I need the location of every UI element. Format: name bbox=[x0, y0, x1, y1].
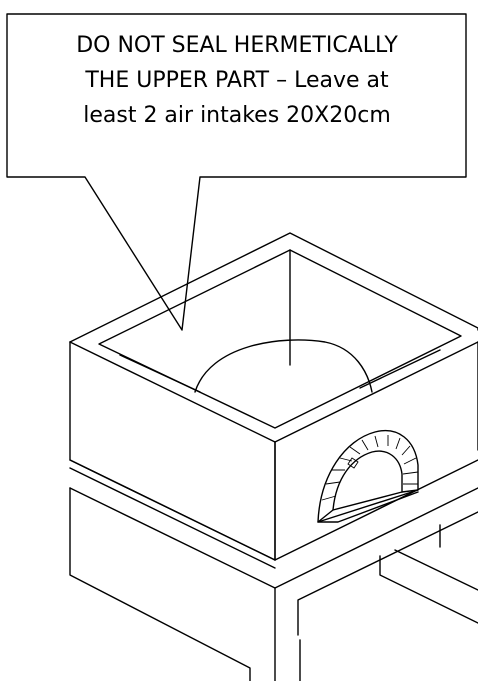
band-line-1-left bbox=[69, 459, 276, 561]
front-left-face bbox=[69, 341, 276, 561]
arch-inner bbox=[332, 450, 403, 511]
arch-outer bbox=[317, 430, 419, 523]
enclosure-box bbox=[69, 232, 478, 681]
band-line-2-right bbox=[274, 487, 478, 589]
top-outer-rim bbox=[69, 232, 478, 343]
band-line-1-right bbox=[274, 459, 478, 561]
stand-right-leg bbox=[379, 555, 478, 624]
top-inner-opening bbox=[98, 249, 462, 429]
callout-line-1: DO NOT SEAL HERMETICALLY bbox=[76, 33, 398, 58]
inner-back-floor-left bbox=[119, 354, 201, 393]
callout-line-3: least 2 air intakes 20X20cm bbox=[83, 103, 391, 128]
arch-keystone bbox=[347, 457, 359, 469]
band-upper-left bbox=[69, 467, 276, 569]
oven-door-arch bbox=[317, 430, 419, 523]
stand-right-opening-top bbox=[297, 511, 478, 636]
oven-dome bbox=[194, 339, 373, 393]
stand-left-face bbox=[69, 487, 251, 681]
arch-bricks bbox=[321, 435, 419, 501]
inner-back-floor-right bbox=[359, 349, 441, 389]
stand-right-leg-back bbox=[394, 549, 478, 591]
band-line-2-left bbox=[69, 487, 276, 589]
callout-bubble bbox=[6, 13, 467, 331]
door-sill bbox=[317, 489, 419, 523]
warning-callout: DO NOT SEAL HERMETICALLY THE UPPER PART … bbox=[6, 13, 467, 331]
callout-line-2: THE UPPER PART – Leave at bbox=[84, 68, 389, 93]
